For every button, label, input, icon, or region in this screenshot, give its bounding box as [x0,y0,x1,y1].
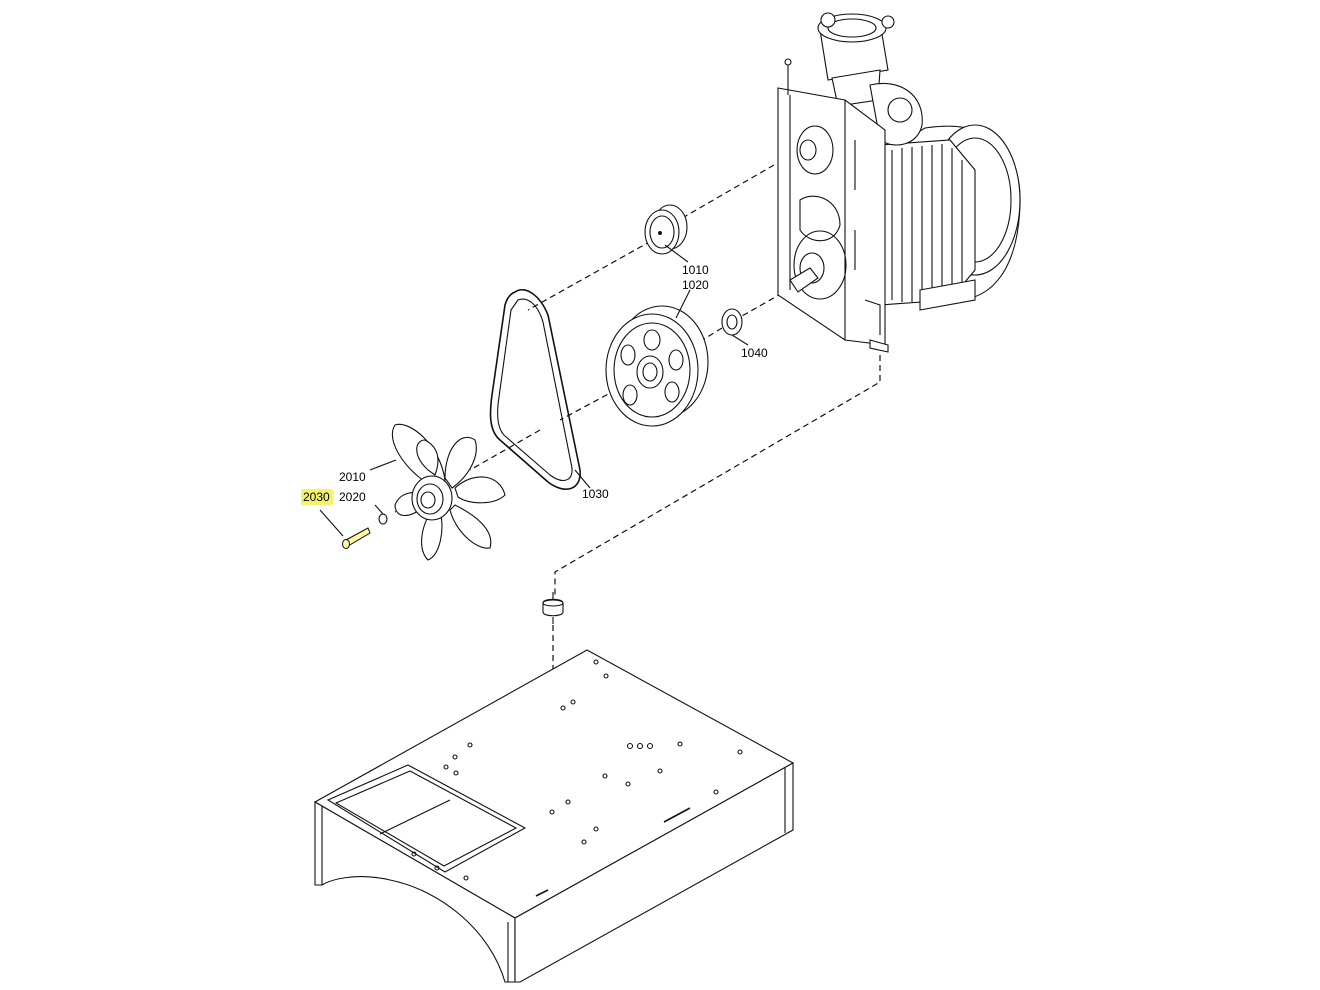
bolt-2030 [342,527,371,549]
callout-2010: 2010 [339,470,366,484]
base-holes [411,659,743,881]
callout-1020: 1020 [682,278,709,292]
callout-labels: 1010 1020 1030 1040 2010 2020 2030 [301,263,768,505]
motor-fins [891,144,963,303]
washer-2020 [378,513,388,525]
vibration-mount [542,592,564,624]
leader-lines [319,244,749,537]
base-frame [313,649,795,983]
callout-1030: 1030 [582,487,609,501]
ring-1040 [721,308,743,336]
fan-2010 [391,423,506,561]
callout-2020: 2020 [339,490,366,504]
callout-2030-highlight [301,489,333,505]
v-belt-1030 [489,289,581,490]
callout-1040: 1040 [741,346,768,360]
pulley-1020 [605,305,709,427]
motor-pump-unit [777,12,1021,353]
pulley-1010 [644,204,688,255]
callout-2030: 2030 [303,490,330,504]
callout-1010: 1010 [682,263,709,277]
